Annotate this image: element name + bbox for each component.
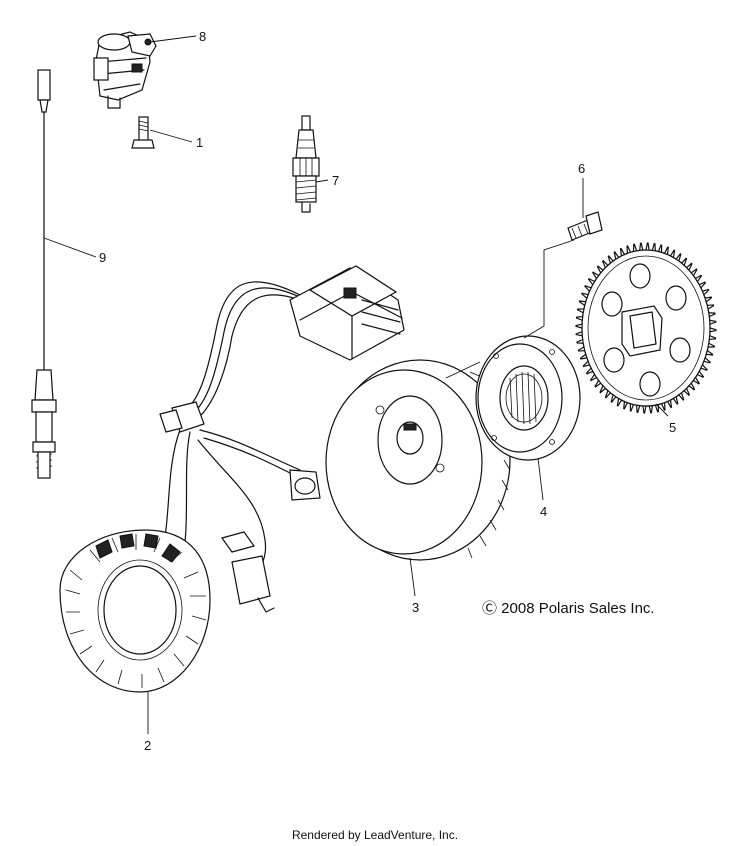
callout-2: 2 — [144, 738, 151, 753]
assembly-guide-lines — [445, 239, 575, 379]
callout-6: 6 — [578, 161, 585, 176]
part-spark-plug[interactable] — [292, 115, 320, 213]
part-screw[interactable] — [567, 211, 603, 241]
footer-credit: Rendered by LeadVenture, Inc. — [291, 828, 459, 842]
callout-9: 9 — [99, 250, 106, 265]
part-bolt[interactable] — [131, 116, 155, 149]
part-ignition-coil[interactable] — [93, 31, 157, 109]
callout-4: 4 — [540, 504, 547, 519]
part-starter-gear[interactable] — [575, 242, 717, 414]
part-flywheel[interactable] — [325, 359, 511, 561]
callout-numbers: 8 1 7 9 6 5 4 3 2 — [99, 29, 676, 753]
callout-5: 5 — [669, 420, 676, 435]
leader-lines — [43, 35, 669, 734]
copyright-notice: Ⓒ 2008 Polaris Sales Inc. — [482, 600, 655, 617]
callout-7: 7 — [332, 173, 339, 188]
harness-connector[interactable] — [289, 265, 405, 361]
part-starter-clutch[interactable] — [475, 335, 581, 461]
callout-8: 8 — [199, 29, 206, 44]
callout-1: 1 — [196, 135, 203, 150]
callout-3: 3 — [412, 600, 419, 615]
part-stator[interactable] — [59, 529, 211, 693]
part-sensor-probe[interactable] — [31, 69, 57, 479]
